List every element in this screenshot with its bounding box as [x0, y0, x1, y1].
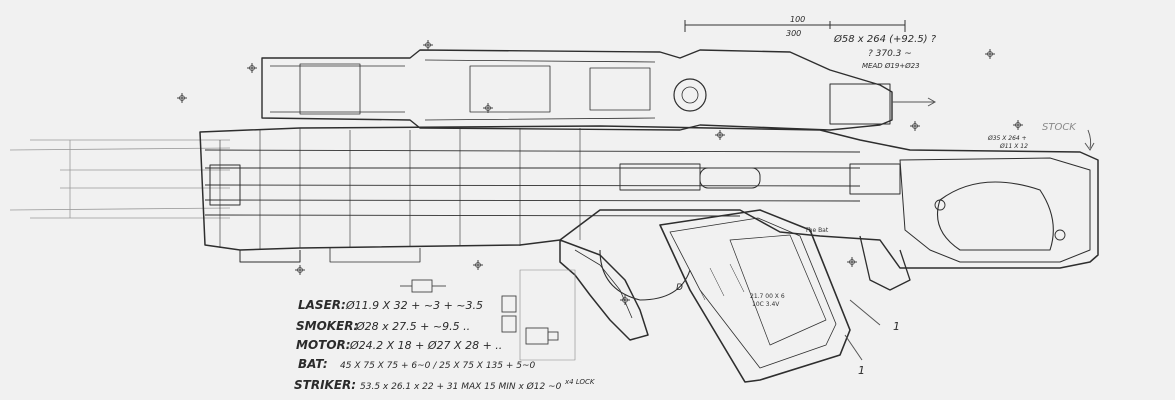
marker-1a: 1 [893, 320, 900, 333]
scale-bar-bottom-label: 300 [786, 29, 801, 38]
spec-value: Ø28 x 27.5 + ~9.5 .. [355, 320, 470, 333]
marker-1b: 1 [858, 364, 865, 377]
striker-extra: x4 LOCK [564, 378, 596, 386]
scale-bar [684, 20, 906, 32]
mag-note-line2: 10C 3.4V [752, 301, 780, 308]
spec-label: BAT: [298, 357, 328, 371]
stock-dims-line2: Ø11 X 12 [999, 143, 1028, 150]
arrows [844, 97, 1095, 361]
top-note-line2: ? 370.3 ~ [868, 49, 912, 59]
spec-label: MOTOR: [296, 338, 351, 352]
grip-note: The Bat [804, 227, 829, 234]
component-details [400, 269, 576, 361]
stock-dims-line1: Ø35 X 264 + [987, 135, 1027, 142]
scale-bar-top-label: 100 [790, 15, 805, 24]
top-note-line1: Ø58 x 264 (+92.5) ? [833, 33, 937, 45]
spec-label: SMOKER: [296, 319, 358, 333]
mag-note-line1: 21.7 00 X 6 [750, 293, 785, 300]
spec-label: STRIKER: [294, 378, 356, 392]
spec-value: Ø24.2 X 18 + Ø27 X 28 + .. [349, 339, 502, 352]
marker-d: D [676, 283, 683, 293]
spec-value: Ø11.9 X 32 + ~3 + ~3.5 [345, 299, 483, 312]
spec-value: 53.5 x 26.1 x 22 + 31 MAX 15 MIN x Ø12 ~… [360, 381, 562, 392]
spec-label: LASER: [298, 298, 346, 312]
barrel-extension [9, 139, 231, 219]
top-note-line3: MEAD Ø19+Ø23 [862, 62, 920, 70]
rifle-outline [199, 49, 1099, 383]
spec-list: LASER: Ø11.9 X 32 + ~3 + ~3.5 SMOKER: Ø2… [294, 298, 596, 392]
stock-note: STOCK [1042, 122, 1077, 133]
spec-value: 45 X 75 X 75 + 6~0 / 25 X 75 X 135 + 5~0 [340, 361, 536, 371]
